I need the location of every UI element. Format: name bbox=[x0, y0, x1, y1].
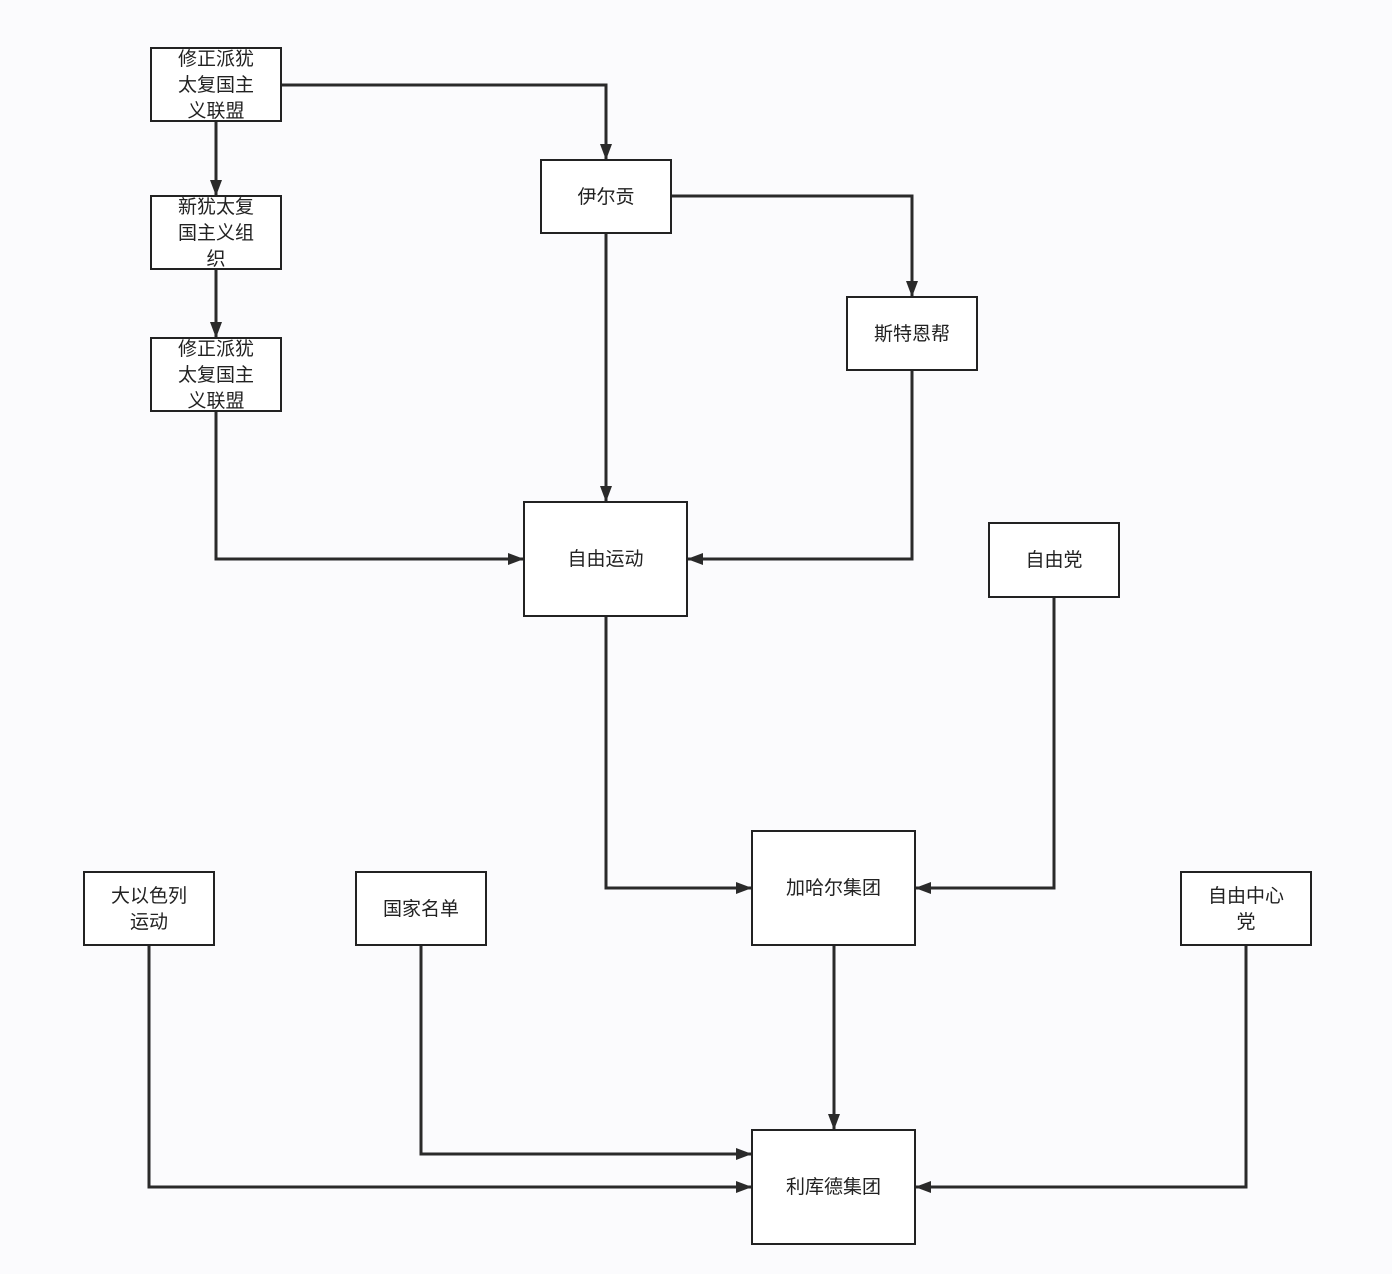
node-likud: 利库德集团 bbox=[751, 1129, 916, 1245]
edge-n9-to-n12 bbox=[147, 946, 752, 1193]
node-label: 伊尔贡 bbox=[577, 185, 635, 208]
node-label: 加哈尔集团 bbox=[785, 877, 881, 899]
edge-n11-to-n12 bbox=[915, 946, 1248, 1193]
node-gahal: 加哈尔集团 bbox=[751, 830, 916, 946]
node-label: 大以色列运动 bbox=[110, 884, 187, 933]
node-revisionist-zionist-alliance-2: 修正派犹太复国主义联盟 bbox=[150, 337, 282, 412]
edge-n10-to-n12 bbox=[419, 946, 752, 1160]
edge-n4-to-n5 bbox=[672, 194, 918, 297]
node-label: 斯特恩帮 bbox=[873, 322, 950, 345]
node-national-list: 国家名单 bbox=[355, 871, 487, 946]
node-label: 修正派犹太复国主义联盟 bbox=[177, 337, 254, 412]
node-label: 修正派犹太复国主义联盟 bbox=[177, 47, 254, 122]
node-revisionist-zionist-alliance-1: 修正派犹太复国主义联盟 bbox=[150, 47, 282, 122]
node-label: 利库德集团 bbox=[785, 1176, 881, 1198]
node-liberal-party: 自由党 bbox=[988, 522, 1120, 598]
node-label: 自由运动 bbox=[567, 548, 644, 570]
node-label: 国家名单 bbox=[382, 897, 459, 920]
node-label: 新犹太复国主义组织 bbox=[177, 195, 254, 270]
node-label: 自由中心党 bbox=[1207, 884, 1284, 933]
node-free-centre: 自由中心党 bbox=[1180, 871, 1312, 946]
node-stern-gang: 斯特恩帮 bbox=[846, 296, 978, 371]
edge-n7-to-n8 bbox=[915, 598, 1056, 894]
node-greater-israel-movement: 大以色列运动 bbox=[83, 871, 215, 946]
node-label: 自由党 bbox=[1025, 549, 1083, 571]
edge-n6-to-n8 bbox=[604, 617, 752, 894]
edge-n1-to-n4 bbox=[282, 83, 612, 160]
node-new-zionist-organization: 新犹太复国主义组织 bbox=[150, 195, 282, 270]
node-irgun: 伊尔贡 bbox=[540, 159, 672, 234]
edge-n3-to-n6 bbox=[214, 412, 524, 565]
node-herut-movement: 自由运动 bbox=[523, 501, 688, 617]
edge-n5-to-n6 bbox=[687, 371, 914, 565]
